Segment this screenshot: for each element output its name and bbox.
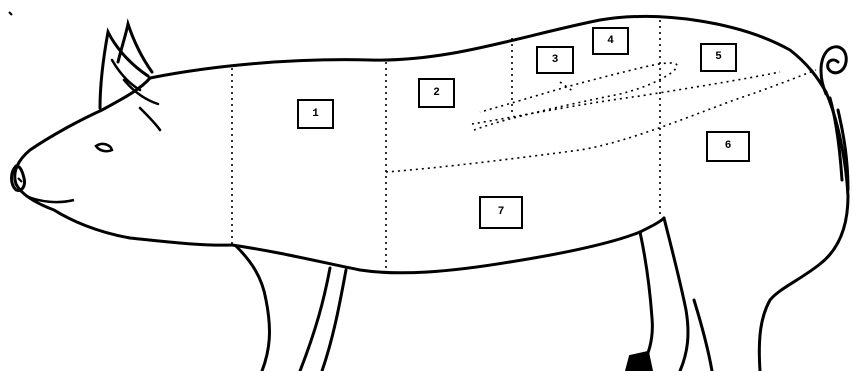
ear-crease bbox=[112, 60, 160, 130]
pig-rump bbox=[759, 92, 848, 371]
pig-belly bbox=[232, 218, 664, 273]
cut-label-6: 6 bbox=[706, 131, 750, 162]
nostril bbox=[18, 178, 22, 182]
stray-mark bbox=[9, 12, 12, 15]
hoof bbox=[626, 352, 652, 371]
cut-label-7: 7 bbox=[479, 196, 523, 229]
cut-label-5: 5 bbox=[700, 43, 737, 72]
pig-outline-head bbox=[15, 78, 232, 245]
cut-line-pointer bbox=[560, 82, 574, 92]
cut-label-4: 4 bbox=[592, 27, 629, 55]
eye bbox=[96, 144, 112, 151]
hind-leg bbox=[640, 218, 712, 371]
cut-label-3: 3 bbox=[536, 46, 574, 74]
cut-line-tenderloin bbox=[474, 63, 677, 130]
cut-line-belly bbox=[472, 72, 780, 124]
cut-label-2: 2 bbox=[418, 78, 455, 108]
cut-label-1: 1 bbox=[297, 99, 334, 129]
